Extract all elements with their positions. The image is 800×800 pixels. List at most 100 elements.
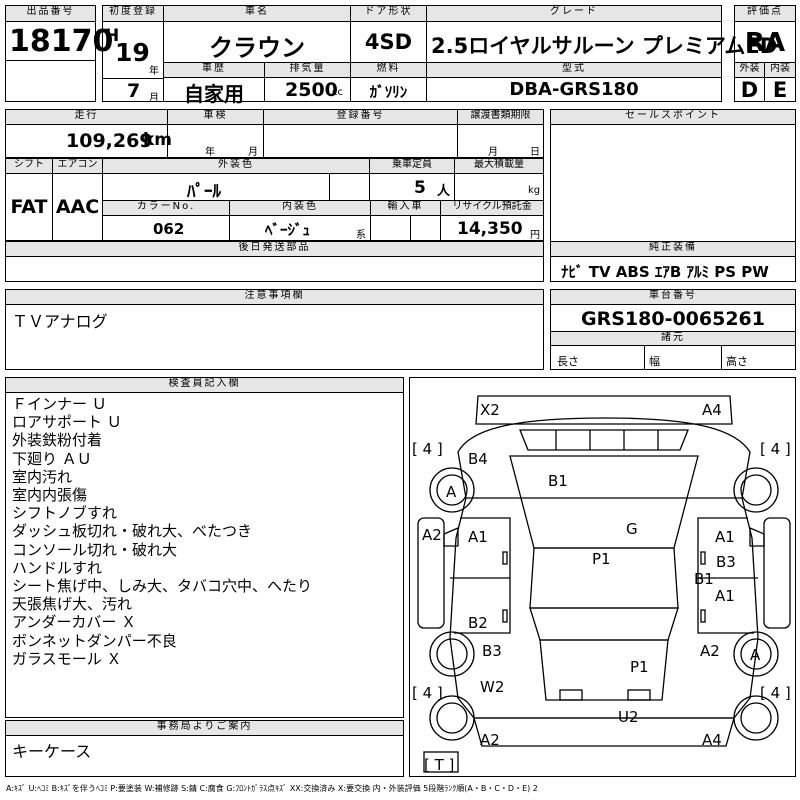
note-line: 天張焦げ大、汚れ: [12, 595, 133, 614]
exterior-cell: D: [734, 77, 765, 102]
chassis-value: GRS180-0065261: [581, 308, 765, 330]
aircon-header: エアコン: [52, 158, 103, 174]
import-header: 輸入車: [370, 200, 441, 216]
right-handle-front: [700, 551, 706, 565]
label-a2-right: A2: [700, 642, 720, 660]
hood-shape: [457, 417, 751, 499]
score-cell: RA: [734, 21, 796, 63]
int-color-value: ﾍﾞｰｼﾞｭ: [265, 221, 311, 239]
displacement-header: 排気量: [264, 62, 351, 78]
note-line: アンダーカバー Ｘ: [12, 613, 137, 632]
max-load-cell: kg: [454, 173, 544, 201]
label-a1-left: A1: [468, 528, 488, 546]
equipment-value: ﾅﾋﾞ TV ABS ｴｱB ｱﾙﾐ PS PW: [561, 263, 769, 281]
note-line: 外装鉄粉付着: [12, 431, 103, 450]
label-bracket-tl: [ 4 ]: [412, 440, 443, 458]
label-rear-right: A4: [702, 731, 722, 749]
score-value: RA: [744, 28, 786, 58]
note-line: シート焦げ中、しみ大、タバコ穴中、へたり: [12, 577, 313, 596]
label-wheel-fl: A: [446, 483, 457, 501]
left-doors-shape: [454, 517, 511, 634]
recycle-cell: 14,350 円: [440, 215, 544, 241]
car-name-cell: クラウン: [163, 21, 351, 63]
trunk-shape: [539, 639, 669, 701]
inspection-header: 車検: [167, 109, 264, 125]
aircon-cell: AAC: [52, 173, 103, 241]
grade-cell: 2.5ロイヤルサルーン プレミアムED: [426, 21, 777, 63]
model-value: DBA-GRS180: [509, 79, 639, 100]
ext-color-extra-cell: [329, 173, 370, 201]
label-g: G: [626, 520, 638, 538]
label-a1-right-bottom: A1: [715, 587, 735, 605]
later-parts-header: 後日発送部品: [5, 241, 544, 257]
first-reg-header: 初度登録: [102, 5, 164, 22]
height-label: 高さ: [726, 355, 748, 368]
color-no-cell: 062: [102, 215, 230, 241]
label-p1-center: P1: [592, 550, 611, 568]
reg-year-unit: 年: [149, 66, 159, 77]
label-u2: U2: [618, 708, 639, 726]
note-line: 室内汚れ: [12, 467, 73, 486]
mileage-value: 109,269: [66, 130, 153, 152]
model-header: 型式: [426, 62, 722, 78]
reg-year-value: 19: [115, 38, 150, 67]
windshield-shape: [509, 455, 699, 549]
left-side-panel: [417, 517, 445, 629]
transfer-doc-cell: 月 日: [457, 124, 544, 158]
fuel-value: ｶﾞｿﾘﾝ: [369, 83, 408, 101]
lot-no-header: 出品番号: [5, 5, 96, 22]
reg-no-header: 登録番号: [263, 109, 458, 125]
reg-month-cell: 7 月: [102, 78, 164, 104]
grade-value: 2.5ロイヤルサルーン プレミアムED: [431, 34, 778, 58]
note-line: ロアサポート Ｕ: [12, 413, 122, 432]
ext-color-header: 外装色: [102, 158, 370, 174]
label-a2-left: A2: [422, 526, 442, 544]
grille-shape: [519, 429, 689, 451]
capacity-cell: 5 人: [369, 173, 455, 201]
office-header: 事務局よりご案内: [5, 720, 404, 736]
transfer-doc-day-unit: 日: [530, 147, 540, 158]
history-value: 自家用: [184, 82, 244, 106]
transfer-doc-header: 譲渡書類期限: [457, 109, 544, 125]
note-line: Ｆインナー Ｕ: [12, 395, 107, 413]
note-line: ダッシュ板切れ・破れ大、べたつき: [12, 522, 253, 541]
label-front-left: X2: [480, 401, 500, 419]
note-line: 室内内張傷: [12, 486, 88, 505]
label-w2: W2: [480, 678, 505, 696]
length-label: 長さ: [557, 355, 579, 368]
interior-grade-value: E: [772, 78, 788, 102]
label-b3-left: B3: [482, 642, 502, 660]
car-outline-diagram: [417, 395, 791, 773]
fuel-cell: ｶﾞｿﾘﾝ: [350, 77, 427, 102]
specs-header: 諸元: [550, 331, 796, 346]
ext-color-cell: ﾊﾟｰﾙ: [102, 173, 330, 202]
inspection-year-unit: 年: [205, 147, 215, 158]
label-bracket-bl: [ 4 ]: [412, 684, 443, 702]
door-value: 4SD: [364, 30, 413, 54]
recycle-header: リサイクル預託金: [440, 200, 544, 216]
label-bracket-tr: [ 4 ]: [760, 440, 791, 458]
inspector-notes-cell: Ｆインナー Ｕ ロアサポート Ｕ 外装鉄粉付着 下廻り ＡＵ 室内汚れ 室内内張…: [5, 392, 404, 718]
width-cell: 幅: [644, 345, 722, 370]
note-line: ガラスモール Ｘ: [12, 649, 122, 668]
label-b1-roof: B1: [548, 472, 568, 490]
label-a1-right-top: A1: [715, 528, 735, 546]
caution-header: 注意事項欄: [5, 289, 544, 305]
office-cell: キーケース: [5, 735, 404, 777]
right-side-panel: [763, 517, 791, 629]
label-b1-right: B1: [694, 570, 714, 588]
int-color-unit: 系: [356, 230, 366, 241]
max-load-unit: kg: [528, 185, 541, 196]
color-no-header: カラーNo.: [102, 200, 230, 216]
ext-color-value: ﾊﾟｰﾙ: [187, 182, 221, 202]
car-name-value: クラウン: [209, 34, 305, 62]
note-line: シフトノブすれ: [12, 504, 118, 523]
sales-point-header: セールスポイント: [550, 109, 796, 125]
int-color-header: 内装色: [229, 200, 371, 216]
note-line: ボンネットダンパー不良: [12, 631, 177, 650]
first-reg-cell: H 19 年: [102, 21, 164, 79]
mileage-header: 走行: [5, 109, 168, 125]
aircon-value: AAC: [55, 196, 100, 218]
displacement-cell: 2500 cc: [264, 77, 351, 102]
interior-header: 内装: [764, 62, 796, 78]
